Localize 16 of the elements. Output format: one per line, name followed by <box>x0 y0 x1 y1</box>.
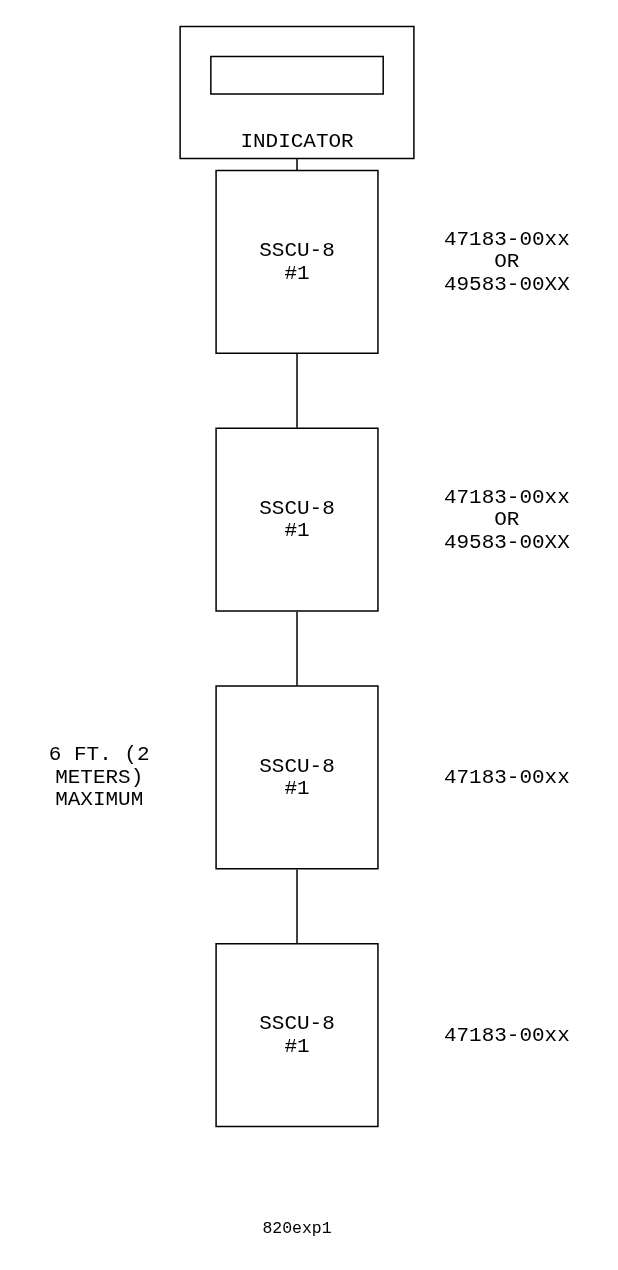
label: 820exp1 <box>262 1218 332 1238</box>
node-label: 47183-00xx <box>443 1023 570 1047</box>
node-box: SSCU-8 #1 <box>215 169 379 354</box>
node-box: SSCU-8 #1 <box>215 942 379 1128</box>
connector <box>296 610 298 687</box>
cluster: INDICATOR <box>179 25 415 160</box>
connector <box>296 868 298 945</box>
node-label: 47183-00xx OR 49583-00XX <box>443 485 570 554</box>
connector <box>296 353 298 429</box>
node-label: 47183-00xx <box>443 765 570 789</box>
node-box: SSCU-8 #1 <box>215 685 379 870</box>
connector <box>296 157 298 171</box>
node-label: 47183-00xx OR 49583-00XX <box>443 227 570 296</box>
node-box: SSCU-8 #1 <box>215 427 379 612</box>
node-box <box>210 55 384 95</box>
label: 6 FT. (2 METERS) MAXIMUM <box>48 743 150 812</box>
